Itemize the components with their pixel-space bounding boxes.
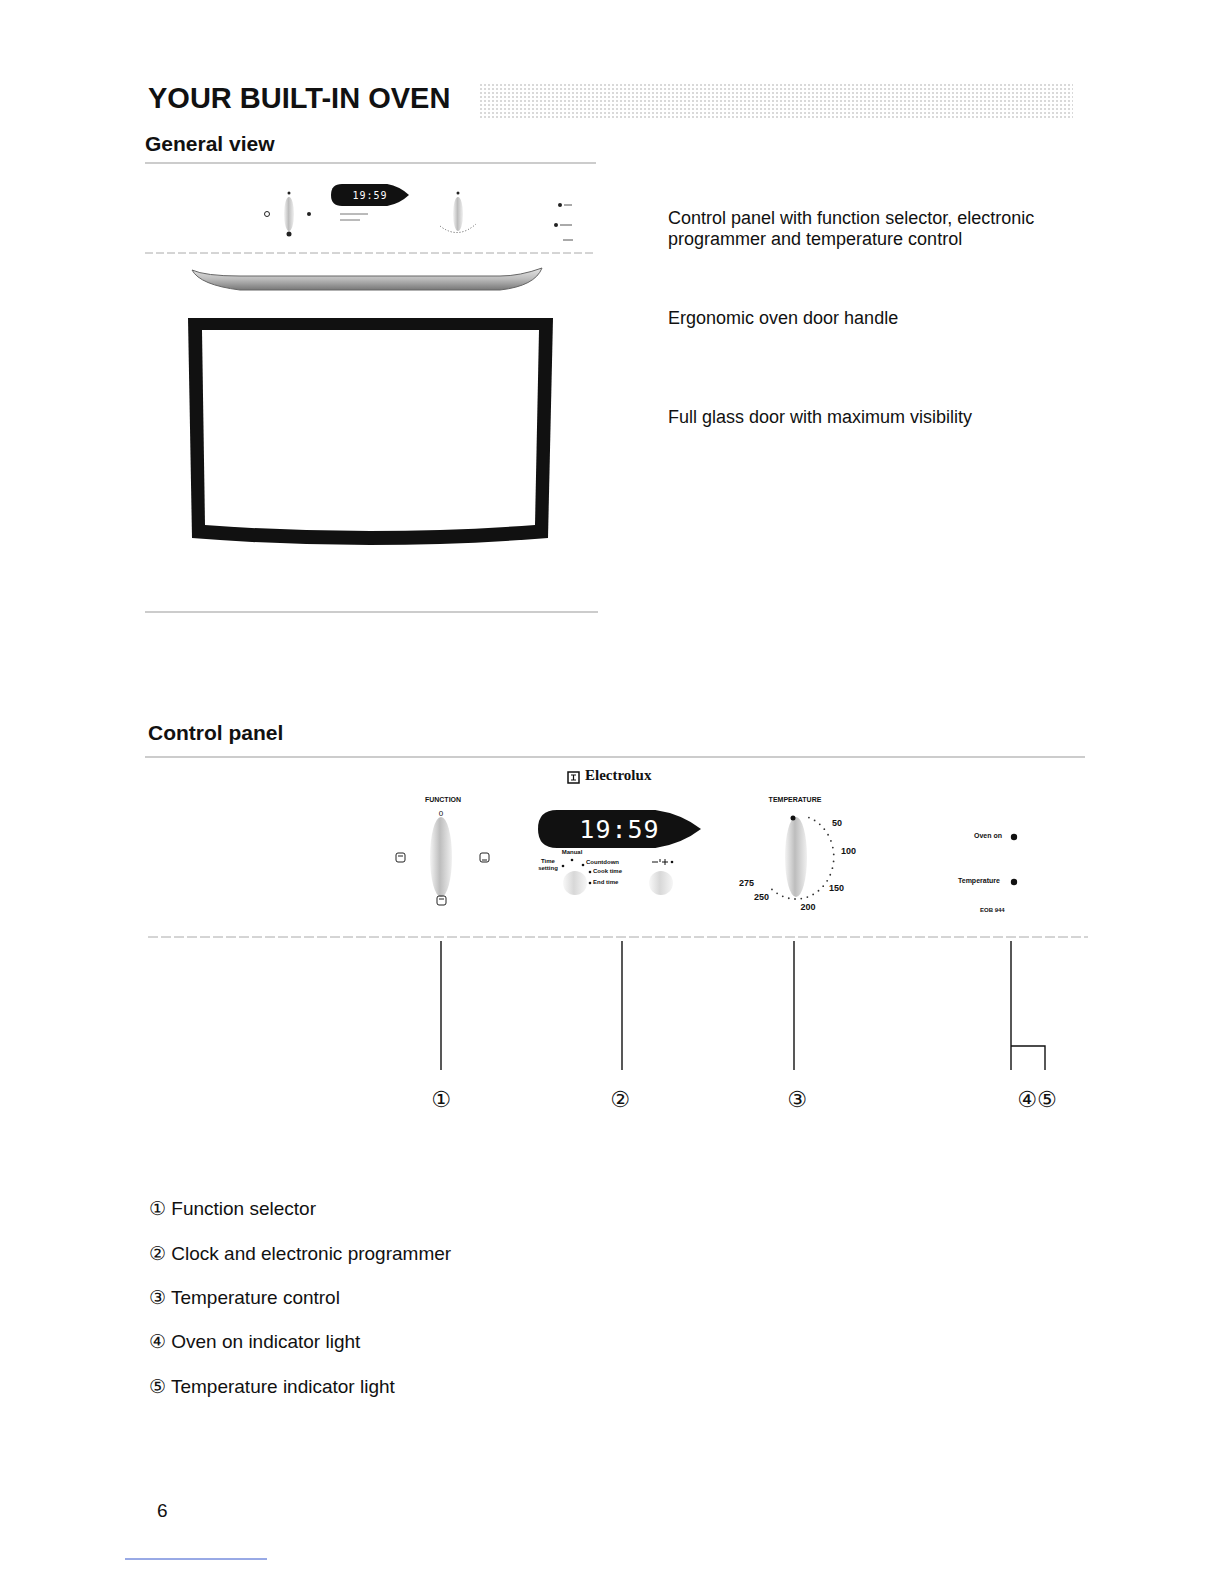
dial-dot [830,840,832,842]
dial-mark: 200 [800,902,815,912]
dial-dot [832,847,834,849]
dial-dot [833,854,835,856]
dial-dot [826,880,828,882]
section-heading: General view [145,132,275,156]
legend-item: ① Function selector [149,1198,316,1220]
dial-dot [771,889,773,891]
dial-dot [788,897,790,899]
section-heading: Control panel [148,721,283,745]
callout-number: ④⑤ [1017,1087,1056,1112]
display-outline [331,184,409,206]
display-window: 19:59 [331,184,409,206]
dial-dot [832,867,834,869]
dial-mark: 100 [841,846,856,856]
light-label: Temperature [958,877,1000,885]
description: Ergonomic oven door handle [668,308,898,329]
dial-mark: 275 [739,878,754,888]
dial-dot [829,874,831,876]
brand-name: Electrolux [585,767,651,784]
description: Full glass door with maximum visibility [668,407,972,428]
callout-number: ① [431,1087,451,1112]
dial-dot [812,894,814,896]
light-label: Oven on [974,832,1002,840]
title-band [478,84,1073,118]
rule [145,253,596,254]
electrolux-logo [568,772,579,783]
temperature-light [1011,879,1017,885]
button-label: Manual [562,849,583,856]
button-label: End time [593,879,618,886]
programmer-buttons [562,859,674,895]
display-window: 19:59 [538,810,701,848]
rule [145,757,1085,758]
dial-dot [814,820,816,822]
description: Control panel with function selector, el… [668,208,1078,249]
function-selector [396,817,489,905]
dial-dot [806,896,808,898]
rule [145,163,596,164]
display-digits: 19:59 [352,190,387,201]
door-handle [192,268,542,290]
button-label: Cook time [593,868,622,875]
dial-dot [823,828,825,830]
dial-mark: 150 [829,883,844,893]
dial-mark: 250 [754,892,769,902]
display-outline [538,810,701,848]
rule [145,612,598,613]
button-label: Time setting [535,858,561,872]
dial-dot [808,817,810,819]
dial-dot [822,885,824,887]
rule [148,937,1088,938]
callout-number: ③ [787,1087,807,1112]
dial-dot [782,895,784,897]
temperature-control [771,816,835,900]
page-number: 6 [157,1500,168,1522]
button-label: Countdown [586,859,619,866]
oven-door [188,318,553,545]
dial-dot [794,898,796,900]
dial-dot [827,834,829,836]
model-number: EOB 944 [980,907,1005,914]
dial-dot [833,860,835,862]
oven-on-light [1011,834,1017,840]
callout-number: ② [610,1087,630,1112]
dial-dot [800,898,802,900]
legend-item: ④ Oven on indicator light [149,1331,360,1353]
page-title: YOUR BUILT-IN OVEN [148,82,450,115]
door-glass [202,330,539,531]
dial-title: FUNCTION [425,796,461,804]
mini-control-panel [265,192,574,241]
legend-item: ⑤ Temperature indicator light [149,1376,395,1398]
dial-dot [818,890,820,892]
legend-item: ② Clock and electronic programmer [149,1243,451,1265]
page-footer-line [125,1559,267,1560]
dial-mark: 50 [832,818,842,828]
dial-mark: 0 [439,809,443,818]
leader-lines [441,941,1045,1070]
legend-item: ③ Temperature control [149,1287,340,1309]
dial-title: TEMPERATURE [769,796,822,804]
dial-dot [776,892,778,894]
dial-dot [819,823,821,825]
display-digits: 19:59 [579,815,659,844]
